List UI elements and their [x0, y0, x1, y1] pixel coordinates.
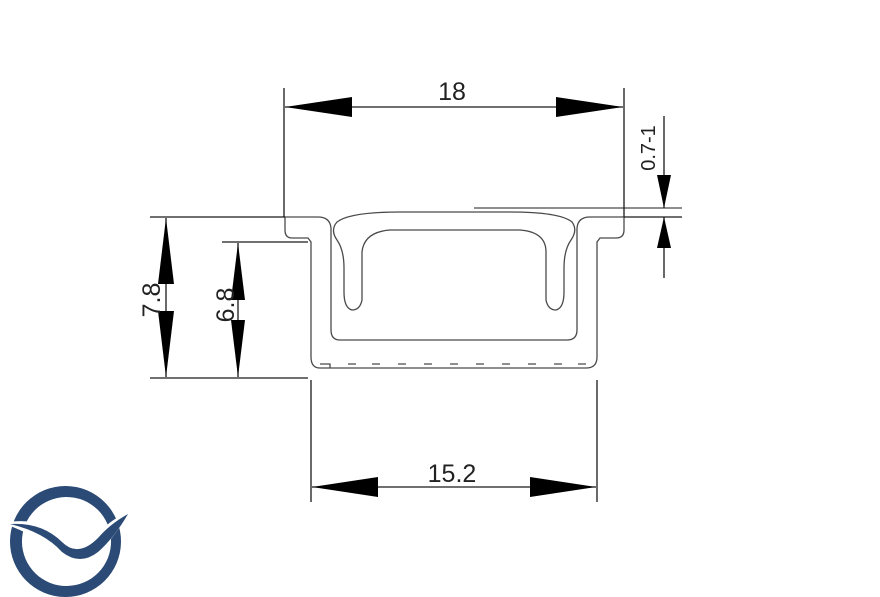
- dimension-top-width: [283, 88, 625, 217]
- arrowhead-left: [285, 97, 352, 117]
- arrowhead-right: [556, 97, 623, 117]
- dimension-total-height: [150, 216, 308, 379]
- bird-in-circle-logo-icon: [2, 485, 130, 597]
- profile-outline: [284, 207, 682, 369]
- dimension-label-bottom-width: 15.2: [428, 460, 477, 488]
- dimension-lip-thickness: [624, 116, 682, 278]
- dimension-bottom-width: [310, 380, 598, 502]
- dimension-label-channel-height: 6.8: [212, 288, 240, 323]
- dimension-label-total-height: 7.8: [138, 283, 166, 318]
- dimension-label-lip-thickness: 0.7-1: [638, 125, 660, 171]
- dimension-label-top-width: 18: [438, 78, 466, 106]
- dimension-channel-height: [222, 241, 308, 377]
